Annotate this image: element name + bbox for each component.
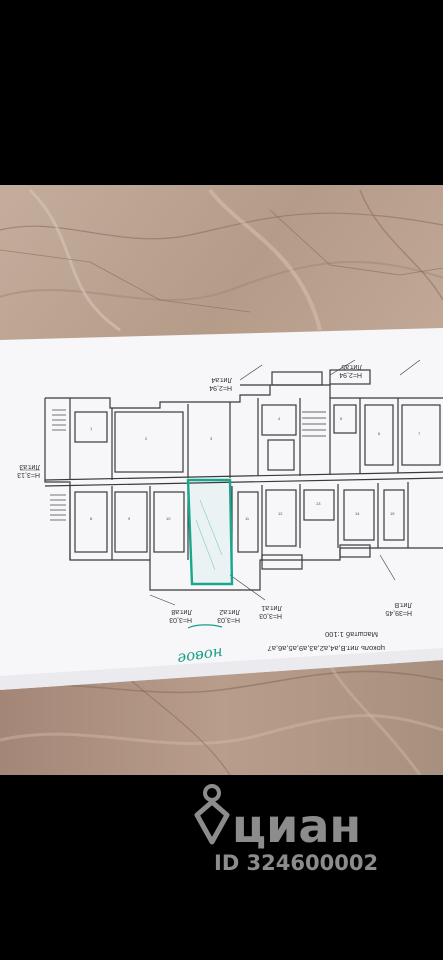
svg-text:4: 4: [278, 416, 281, 421]
floor-plan: [20, 359, 443, 606]
highlighted-room: [186, 478, 234, 586]
label-h-a1: Н=3,03: [259, 612, 282, 619]
watermark-id: ID 324600002: [214, 851, 378, 875]
label-lit-a2: Лит.а2: [219, 608, 240, 615]
label-lit-a3: Лит.а3: [19, 463, 40, 470]
svg-text:13: 13: [316, 501, 321, 506]
caption-line-2: Масштаб 1:100: [325, 630, 378, 639]
svg-text:7: 7: [418, 431, 421, 436]
plan-labels: Лит.а3 Н=3,13 Лит.а5 Н=2,94 Лит.а4 Н=2,9…: [17, 363, 412, 623]
paper-sheet: [0, 328, 443, 690]
watermark: циан ID 324600002: [194, 784, 378, 875]
label-lit-a8: Лит.а8: [171, 608, 192, 615]
svg-text:12: 12: [278, 511, 283, 516]
svg-text:14: 14: [355, 511, 360, 516]
watermark-brand: циан: [232, 799, 361, 853]
label-lit-v: Лит.В: [394, 601, 412, 608]
plan-caption: цоколь лит.В,а4,а2,а3,а9,а5,а6,а7 Масшта…: [268, 630, 385, 653]
cian-logo-icon: [194, 784, 230, 845]
svg-text:6: 6: [378, 431, 381, 436]
label-h-a2: Н=3,03: [217, 616, 240, 623]
svg-text:2: 2: [145, 436, 148, 441]
label-h-a3: Н=3,13: [17, 471, 40, 478]
svg-text:8: 8: [90, 516, 93, 521]
svg-text:11: 11: [245, 516, 250, 521]
label-h-a4: Н=2,94: [209, 384, 232, 391]
svg-text:5: 5: [340, 416, 343, 421]
label-lit-a5: Лит.а5: [341, 363, 362, 370]
svg-text:3: 3: [210, 436, 213, 441]
label-h-v: Н=39,45: [385, 609, 412, 616]
label-lit-a1: Лит.а1: [261, 604, 282, 611]
svg-text:9: 9: [128, 516, 131, 521]
svg-text:1: 1: [90, 426, 93, 431]
svg-text:15: 15: [390, 511, 395, 516]
room-marks: 1 2 3 4 5 6 7 8 9 10 11 12 13 14 15: [90, 416, 421, 521]
label-h-a5: Н=2,94: [339, 371, 362, 378]
label-h-a8: Н=3,03: [169, 616, 192, 623]
label-lit-a4: Лит.а4: [211, 376, 232, 383]
caption-line-1: цоколь лит.В,а4,а2,а3,а9,а5,а6,а7: [268, 644, 385, 653]
svg-text:10: 10: [166, 516, 171, 521]
